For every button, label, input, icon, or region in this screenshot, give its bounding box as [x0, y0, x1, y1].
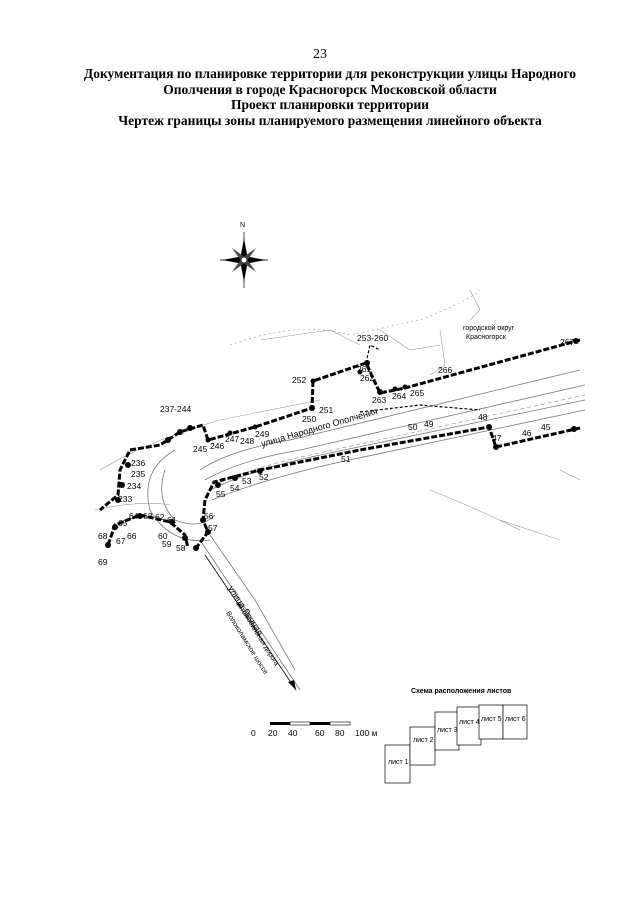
point-label-236: 236	[131, 458, 145, 468]
point-label-245: 245	[193, 444, 207, 454]
point-label-264: 264	[392, 391, 406, 401]
point-label-45: 45	[541, 422, 551, 432]
point-label-248: 248	[240, 436, 254, 446]
sheet-2: лист 2	[413, 737, 434, 744]
sheet-1: лист 1	[388, 759, 409, 766]
point-label-252: 252	[292, 375, 306, 385]
point-label-50: 50	[408, 422, 418, 432]
point-label-69: 69	[98, 557, 108, 567]
point-label-250: 250	[302, 414, 316, 424]
point-label-251: 251	[319, 405, 333, 415]
document-heading: Документация по планировке территории дл…	[60, 66, 600, 128]
point-label-48: 48	[478, 412, 488, 422]
sheet-3: лист 3	[437, 727, 458, 734]
point-label-62: 62	[155, 512, 165, 522]
direction-arrow	[204, 554, 297, 691]
district-label-1: городской округ	[463, 324, 515, 332]
scale-label-60: 60	[315, 728, 325, 738]
sheet-5: лист 5	[481, 716, 502, 723]
heading-line-1: Документация по планировке территории дл…	[83, 66, 577, 81]
point-label-67: 67	[116, 536, 126, 546]
point-label-54: 54	[230, 483, 240, 493]
point-label-52: 52	[259, 472, 269, 482]
point-label-247: 247	[225, 434, 239, 444]
point-label-49: 49	[424, 419, 434, 429]
point-label-235: 235	[131, 469, 145, 479]
point-label-234: 234	[127, 481, 141, 491]
scale-label-100: 100 м	[355, 728, 378, 738]
point-label-51: 51	[341, 454, 351, 464]
point-label-262: 262	[360, 373, 374, 383]
scale-label-40: 40	[288, 728, 298, 738]
sheet-layout-scheme: Схема расположения листов лист 1 лист 2 …	[384, 688, 528, 784]
point-label-68: 68	[98, 531, 108, 541]
boundary-vertices	[105, 338, 579, 551]
point-label-233: 233	[118, 494, 132, 504]
point-label-56: 56	[204, 511, 214, 521]
point-label-57: 57	[208, 523, 218, 533]
district-label-2: Красногорск	[466, 334, 507, 341]
zone-boundary-thin	[359, 344, 481, 413]
sheet-4: лист 4	[459, 719, 480, 726]
point-label-237-244: 237-244	[160, 404, 191, 414]
heading-line-2: Ополчения в городе Красногорск Московско…	[163, 81, 497, 97]
point-label-47: 47	[492, 433, 502, 443]
sheet-layout-title: Схема расположения листов	[411, 688, 512, 695]
point-label-53: 53	[242, 476, 252, 486]
point-label-65: 65	[118, 518, 128, 528]
map-labels: городской округ Красногорск 253-260 267 …	[98, 324, 574, 676]
point-label-55: 55	[216, 489, 226, 499]
point-label-61: 61	[167, 515, 177, 525]
scale-label-0: 0	[251, 728, 256, 738]
point-label-63: 63	[143, 511, 153, 521]
heading-line-4: Чертеж границы зоны планируемого размеще…	[118, 112, 542, 128]
sheet-6: лист 6	[505, 716, 526, 723]
scale-label-80: 80	[335, 728, 345, 738]
point-label-66: 66	[127, 531, 137, 541]
point-label-261: 261	[357, 364, 371, 374]
point-label-265: 265	[410, 388, 424, 398]
heading-line-3: Проект планировки территории	[230, 97, 430, 112]
point-label-267: 267	[560, 337, 574, 347]
point-label-266: 266	[438, 365, 452, 375]
scale-label-20: 20	[268, 728, 278, 738]
point-label-46: 46	[522, 428, 532, 438]
point-label-263: 263	[372, 395, 386, 405]
page-number: 23	[313, 47, 327, 62]
point-label-253-260: 253-260	[357, 333, 388, 343]
point-label-58: 58	[176, 543, 186, 553]
north-compass: N	[220, 222, 268, 288]
point-label-60: 60	[158, 531, 168, 541]
scale-bar: 0 20 40 60 80 100 м	[251, 721, 378, 738]
compass-north-label: N	[240, 222, 245, 229]
point-label-249: 249	[255, 429, 269, 439]
point-label-59: 59	[162, 539, 172, 549]
point-label-64: 64	[129, 511, 139, 521]
point-label-246: 246	[210, 441, 224, 451]
